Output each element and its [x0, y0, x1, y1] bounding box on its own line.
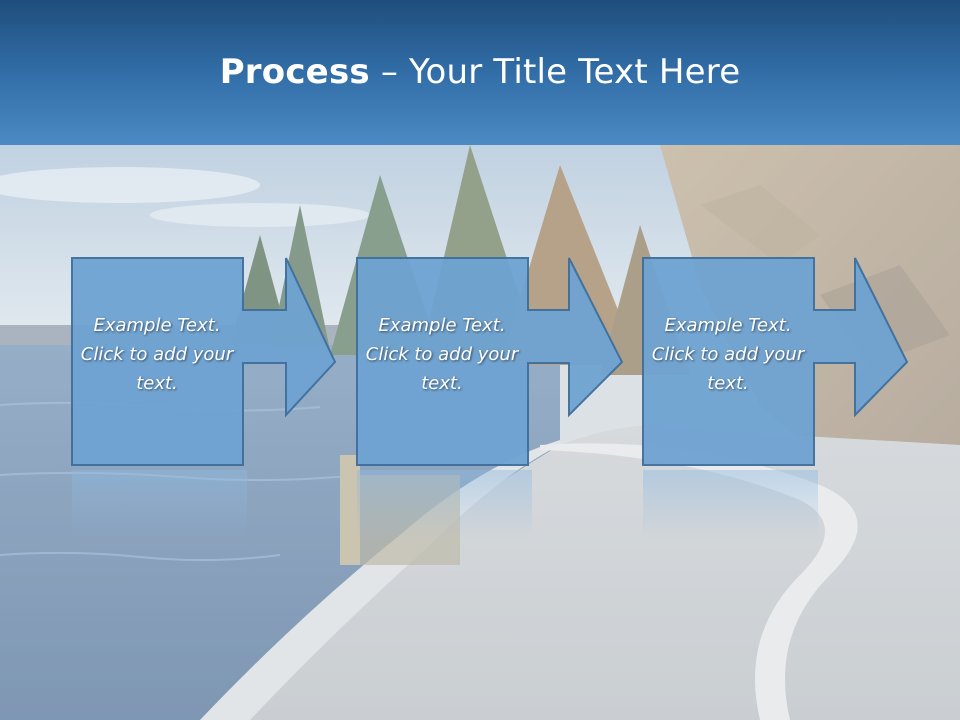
step-reflection — [72, 470, 247, 540]
process-step-1[interactable]: Example Text. Click to add your text. — [71, 257, 341, 467]
arrow-box-shape — [642, 257, 909, 466]
step-text[interactable]: Example Text. Click to add your text. — [80, 315, 234, 394]
title-bar — [0, 0, 960, 145]
step-reflection — [357, 470, 532, 540]
step-reflection — [643, 470, 818, 540]
title-rest: – Your Title Text Here — [369, 52, 741, 92]
arrow-box-shape — [71, 257, 337, 466]
arrow-box-shape — [356, 257, 624, 466]
slide-title[interactable]: Process – Your Title Text Here — [0, 52, 960, 92]
process-step-2[interactable]: Example Text. Click to add your text. — [356, 257, 626, 467]
step-text[interactable]: Example Text. Click to add your text. — [651, 315, 805, 394]
process-step-3[interactable]: Example Text. Click to add your text. — [642, 257, 912, 467]
title-bold: Process — [219, 52, 370, 92]
step-text[interactable]: Example Text. Click to add your text. — [365, 315, 519, 394]
